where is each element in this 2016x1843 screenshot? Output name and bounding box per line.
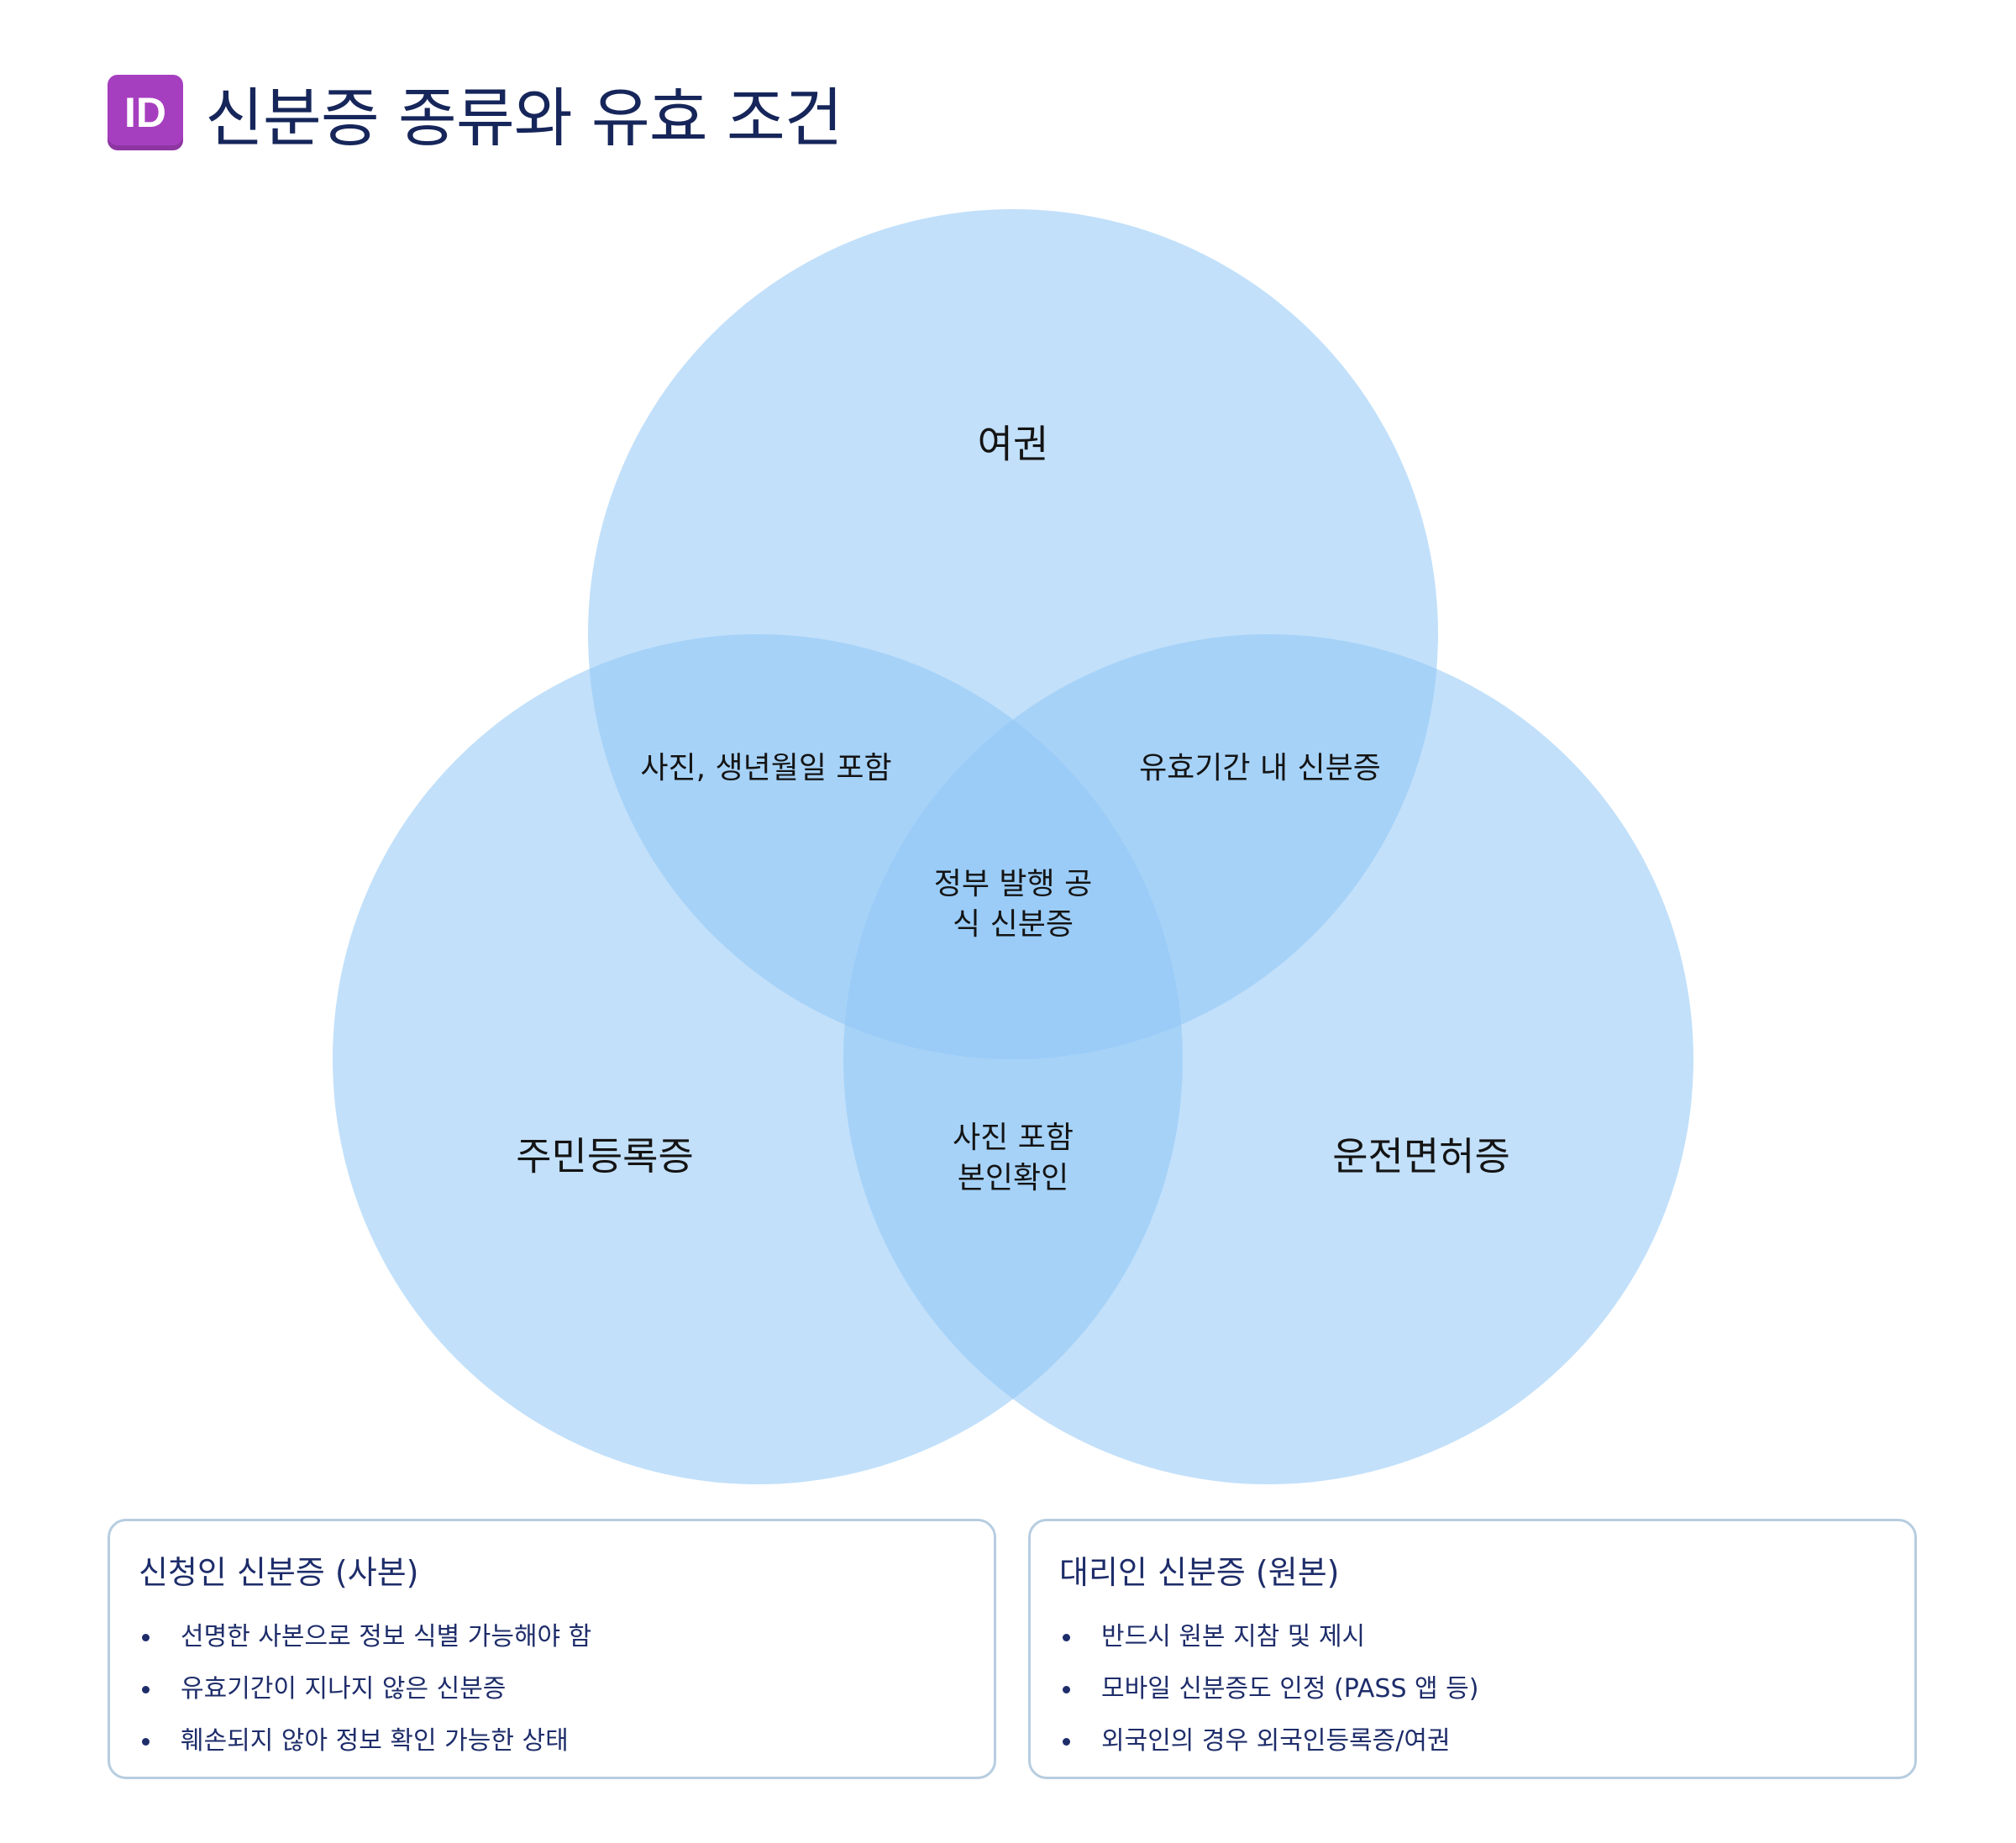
page-title-text: 신분증 종류와 유효 조건 xyxy=(205,81,843,155)
list-item: 유효기간이 지나지 않은 신분증 xyxy=(139,1663,965,1715)
list-item: 모바일 신분증도 인정 (PASS 앱 등) xyxy=(1059,1663,1886,1715)
applicant-id-card: 신청인 신분증 (사본) 선명한 사본으로 정보 식별 가능해야 함 유효기간이… xyxy=(108,1519,996,1779)
intersection-passport-license: 유효기간 내 신분증 xyxy=(1139,751,1381,785)
list-item-text: 외국인의 경우 외국인등록증/여권 xyxy=(1101,1726,1451,1756)
venn-diagram: 여권 주민등록증 운전면허증 사진, 생년월일 포함 유효기간 내 신분증 정부… xyxy=(333,209,1693,1484)
list-item: 외국인의 경우 외국인등록증/여권 xyxy=(1059,1715,1886,1767)
bullet-icon xyxy=(142,1634,150,1641)
list-item-text: 모바일 신분증도 인정 (PASS 앱 등) xyxy=(1101,1674,1479,1704)
id-button-icon: ID xyxy=(108,75,183,150)
agent-id-card: 대리인 신분증 (원본) 반드시 원본 지참 및 제시 모바일 신분증도 인정 … xyxy=(1028,1519,1917,1779)
set-label-driver-license: 운전면허증 xyxy=(1332,1134,1510,1179)
list-item-text: 선명한 사본으로 정보 식별 가능해야 함 xyxy=(181,1622,592,1651)
applicant-requirements-list: 선명한 사본으로 정보 식별 가능해야 함 유효기간이 지나지 않은 신분증 훼… xyxy=(139,1611,965,1767)
list-item: 훼손되지 않아 정보 확인 가능한 상태 xyxy=(139,1715,965,1767)
set-label-passport: 여권 xyxy=(978,422,1049,467)
bullet-icon xyxy=(142,1738,150,1746)
set-label-resident-card: 주민등록증 xyxy=(516,1134,694,1179)
list-item: 선명한 사본으로 정보 식별 가능해야 함 xyxy=(139,1611,965,1663)
list-item-text: 유효기간이 지나지 않은 신분증 xyxy=(181,1674,507,1704)
applicant-card-title: 신청인 신분증 (사본) xyxy=(139,1554,419,1591)
bullet-icon xyxy=(142,1686,150,1693)
intersection-all-three-line-1: 정부 발행 공 xyxy=(934,867,1093,901)
intersection-resident-license-line-2: 본인확인 xyxy=(958,1161,1068,1195)
page-title: ID 신분증 종류와 유효 조건 xyxy=(108,71,843,155)
list-item: 반드시 원본 지참 및 제시 xyxy=(1059,1611,1886,1663)
circle-driver-license xyxy=(843,634,1693,1484)
intersection-passport-resident: 사진, 생년월일 포함 xyxy=(640,751,891,785)
intersection-resident-license-line-1: 사진 포함 xyxy=(953,1121,1074,1155)
list-item-text: 반드시 원본 지참 및 제시 xyxy=(1101,1622,1366,1651)
bullet-icon xyxy=(1063,1634,1070,1641)
bullet-icon xyxy=(1063,1738,1070,1746)
agent-requirements-list: 반드시 원본 지참 및 제시 모바일 신분증도 인정 (PASS 앱 등) 외국… xyxy=(1059,1611,1886,1767)
agent-card-title: 대리인 신분증 (원본) xyxy=(1059,1554,1340,1591)
bullet-icon xyxy=(1063,1686,1070,1693)
list-item-text: 훼손되지 않아 정보 확인 가능한 상태 xyxy=(181,1726,569,1756)
intersection-all-three-line-2: 식 신분증 xyxy=(953,907,1074,942)
